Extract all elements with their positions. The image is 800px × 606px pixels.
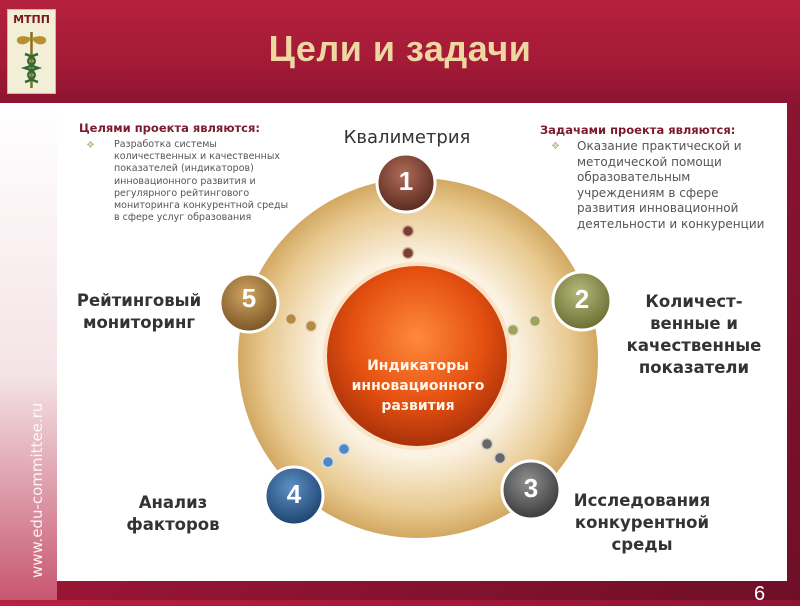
node-2-label: Количест- венные и качественные показате…	[614, 291, 774, 379]
node-1-label-line: Квалиметрия	[343, 127, 471, 148]
connector-dot	[401, 246, 415, 260]
center-label-line: инновационного	[351, 378, 485, 394]
node-1-label: Квалиметрия	[322, 127, 492, 149]
node-4-label-line: факторов	[126, 515, 220, 534]
left-band	[0, 103, 57, 600]
connector-dot	[304, 319, 318, 333]
logo: МТПП	[7, 9, 56, 94]
node-2-label-line: Количест-	[645, 292, 743, 311]
caduceus-icon	[16, 32, 47, 88]
center-label: Индикаторы инновационного развития	[332, 356, 504, 416]
node-2-number: 2	[574, 284, 590, 314]
page-number: 6	[754, 583, 766, 605]
node-2-label-line: качественные	[626, 336, 762, 355]
node-4-number: 4	[286, 479, 302, 509]
connector-dot	[337, 442, 351, 456]
goals-text: Разработка системы количественных и каче…	[114, 139, 289, 224]
node-5-label: Рейтинговый мониторинг	[64, 290, 214, 334]
center-label-line: Индикаторы	[367, 358, 469, 374]
connector-dot	[480, 437, 494, 451]
node-3-label: Исследования конкурентной среды	[562, 490, 722, 556]
node-4-label-line: Анализ	[138, 493, 208, 512]
node-5-number: 5	[241, 283, 257, 313]
connector-dot	[321, 455, 335, 469]
node-3-label-line: конкурентной	[574, 513, 710, 532]
header-bar	[0, 0, 800, 103]
node-5-label-line: Рейтинговый	[76, 291, 202, 310]
tasks-text: Оказание практической и методической пом…	[577, 139, 765, 231]
node-2-label-line: показатели	[638, 358, 750, 377]
node-5-label-line: мониторинг	[82, 313, 196, 332]
connector-dot	[401, 224, 415, 238]
node-1-circle	[375, 152, 437, 214]
node-1-number: 1	[398, 166, 414, 196]
logo-text: МТПП	[13, 13, 50, 26]
center-label-line: развития	[381, 398, 455, 414]
goals-heading: Целями проекта являются:	[79, 121, 260, 135]
node-3-label-line: Исследования	[573, 491, 711, 510]
node-2-circle	[551, 270, 613, 332]
connector-dot	[528, 314, 542, 328]
page-title: Цели и задачи	[268, 28, 532, 69]
node-4-circle	[263, 465, 325, 527]
node-3-number: 3	[523, 473, 539, 503]
tasks-heading: Задачами проекта являются:	[540, 123, 736, 137]
node-4-label: Анализ факторов	[108, 492, 238, 536]
node-5-circle	[218, 272, 280, 334]
node-2-label-line: венные и	[650, 314, 738, 333]
connector-dot	[493, 451, 507, 465]
bullet-icon: ❖	[86, 140, 95, 151]
connector-dot	[506, 323, 520, 337]
node-3-circle	[500, 459, 562, 521]
center-circle	[323, 262, 511, 450]
bullet-icon: ❖	[551, 141, 560, 152]
node-3-label-line: среды	[611, 535, 673, 554]
connector-dot	[284, 312, 298, 326]
